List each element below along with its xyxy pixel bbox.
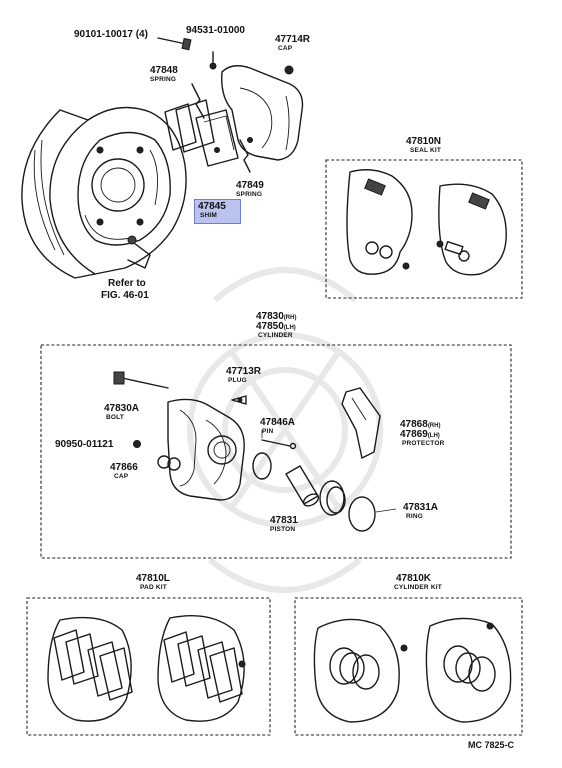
part-number-spring-upper[interactable]: 47848: [150, 65, 178, 76]
part-name-bolt: BOLT: [106, 414, 125, 421]
cylinder-kit-box: [294, 597, 523, 736]
part-number-shim[interactable]: 47845: [198, 201, 226, 212]
part-label-bolt-90101[interactable]: 90101-10017 (4): [74, 29, 148, 40]
part-number-cylinder-rh[interactable]: 47830(RH): [256, 311, 297, 322]
part-name-seal-kit: SEAL KIT: [410, 147, 442, 154]
part-name-plug: PLUG: [228, 377, 247, 384]
part-name-pin: PIN: [262, 428, 274, 435]
part-name-pad-kit: PAD KIT: [140, 584, 167, 591]
part-name-cylinder-kit: CYLINDER KIT: [394, 584, 442, 591]
part-name-cylinder: CYLINDER: [258, 332, 293, 339]
part-number-protector-lh[interactable]: 47869(LH): [400, 429, 440, 440]
part-name-piston: PISTON: [270, 526, 296, 533]
part-name-spring-upper: SPRING: [150, 76, 177, 83]
part-number-ring[interactable]: 47831A: [403, 502, 439, 513]
part-label-screw-94531[interactable]: 94531-01000: [186, 25, 245, 36]
seal-kit-box: [325, 159, 523, 299]
part-name-ring: RING: [406, 513, 424, 520]
cylinder-box: [40, 344, 512, 559]
part-number-pin[interactable]: 47846A: [260, 417, 296, 428]
cylinder-drawing: [113, 371, 397, 532]
part-number-seal-kit[interactable]: 47810N: [406, 136, 442, 147]
pad-kit-box: [26, 597, 271, 736]
part-number-cap-top[interactable]: 47714R: [275, 34, 311, 45]
pad-kit-drawing: [47, 615, 246, 722]
upper-assembly-drawing: [157, 37, 304, 173]
seal-kit-drawing: [346, 169, 507, 276]
part-number-cylinder-lh[interactable]: 47850(LH): [256, 321, 296, 332]
cylinder-kit-drawing: [313, 617, 512, 723]
part-name-protector: PROTECTOR: [402, 440, 445, 447]
part-label-nut-90950[interactable]: 90950-01121: [55, 439, 114, 450]
figure-code: MC 7825-C: [468, 740, 515, 750]
part-name-cap-top: CAP: [278, 45, 293, 52]
backing-plate-drawing: [21, 106, 187, 279]
watermark-emblem: [187, 267, 383, 593]
part-name-shim: SHIM: [200, 212, 218, 219]
part-name-cap-left: CAP: [114, 473, 129, 480]
ref-line2[interactable]: FIG. 46-01: [101, 290, 149, 301]
part-number-piston[interactable]: 47831: [270, 515, 298, 526]
part-number-cylinder-kit[interactable]: 47810K: [396, 573, 432, 584]
part-number-pad-kit[interactable]: 47810L: [136, 573, 170, 584]
part-number-plug[interactable]: 47713R: [226, 366, 262, 377]
part-number-spring-lower[interactable]: 47849: [236, 180, 264, 191]
part-number-cap-left[interactable]: 47866: [110, 462, 138, 473]
part-name-spring-lower: SPRING: [236, 191, 263, 198]
shim-highlight: [194, 199, 241, 224]
ref-line1[interactable]: Refer to: [108, 278, 146, 289]
part-number-bolt[interactable]: 47830A: [104, 403, 140, 414]
part-number-protector-rh[interactable]: 47868(RH): [400, 419, 441, 430]
